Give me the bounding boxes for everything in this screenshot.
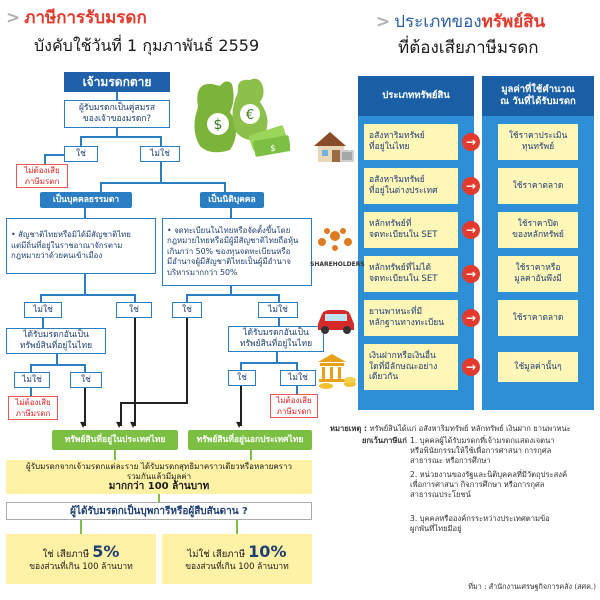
- asset-type-row-1: อสังหาริมทรัพย์ ที่อยู่ในไทย: [364, 124, 458, 160]
- inheritance-sum-desc: ผู้รับมรดกจากเจ้ามรดกแต่ละราย ได้รับมรดก…: [26, 462, 292, 481]
- asset-type-row-4: หลักทรัพย์ที่ไม่ได้ จดทะเบียนใน SET: [364, 256, 458, 292]
- asset-value-row-5: ใช้ราคาตลาด: [498, 300, 578, 336]
- arrow-right-icon: →: [462, 133, 480, 151]
- asset-type-row-2: อสังหาริมทรัพย์ ที่อยู่ในต่างประเทศ: [364, 168, 458, 204]
- juristic-thai-answer-yes: ใช่: [228, 370, 256, 386]
- asset-type-row-3: หลักทรัพย์ที่ จดทะเบียนใน SET: [364, 212, 458, 248]
- left-title-line1: >ภาษีการรับมรดก: [6, 8, 147, 28]
- asset-in-thailand: ทรัพย์สินที่อยู่ในประเทศไทย: [52, 430, 178, 450]
- no-tax-box-1: ไม่ต้องเสีย ภาษีมรดก: [16, 164, 68, 188]
- svg-text:$: $: [270, 144, 276, 154]
- asset-abroad: ทรัพย์สินที่อยู่นอกประเทศไทย: [188, 430, 312, 450]
- rate-5-sub: ของส่วนที่เกิน 100 ล้านบาท: [29, 562, 133, 572]
- house-icon: [314, 132, 354, 162]
- arrow-right-icon: →: [462, 358, 480, 376]
- deceased-box: เจ้ามรดกตาย: [64, 72, 170, 92]
- arrow-down-2: ▼: [116, 420, 123, 429]
- source-text: ที่มา : สำนักงานเศรษฐกิจการคลัง (สศค.): [468, 582, 596, 591]
- natural-thai-answer-no: ไม่ใช่: [14, 372, 50, 388]
- bank-coins-icon: [318, 354, 356, 389]
- natural-person-desc: • สัญชาติไทยหรือมิได้มีสัญชาติไทย แต่มีถ…: [6, 218, 156, 274]
- notes-label: หมายเหตุ :: [330, 424, 367, 433]
- question-lineal: ผู้ได้รับมรดกเป็นบุพการีหรือผู้สืบสันดาน…: [6, 502, 312, 520]
- juristic-person-desc: • จดทะเบียนในไทยหรือจัดตั้งขึ้นโดย กฎหมา…: [162, 218, 312, 286]
- money-bags-icon: $ € $: [194, 78, 290, 157]
- chevron-icon: >: [376, 12, 391, 32]
- right-title-line2: ที่ต้องเสียภาษีมรดก: [398, 38, 539, 58]
- inheritance-sum-threshold: มากกว่า 100 ล้านบาท: [108, 481, 210, 492]
- notes-item-2: 2. หน่วยงานของรัฐและนิติบุคคลที่มีวัตถุป…: [410, 470, 568, 499]
- juristic-question-thai-asset: ได้รับมรดกอันเป็น ทรัพย์สินที่อยู่ในไทย: [228, 326, 324, 352]
- arrow-right-icon: →: [462, 221, 480, 239]
- juristic-answer-no: ไม่ใช่: [258, 302, 298, 318]
- svg-text:$: $: [214, 117, 223, 133]
- asset-value-row-2: ใช้ราคาตลาด: [498, 168, 578, 204]
- asset-value-row-1: ใช้ราคาประเมิน ทุนทรัพย์: [498, 124, 578, 160]
- asset-type-header: ประเภททรัพย์สิน: [358, 76, 474, 116]
- asset-value-row-6: ใช้มูลค่านั้นๆ: [498, 352, 578, 382]
- shareholders-icon: [318, 228, 352, 251]
- rate-10-sub: ของส่วนที่เกิน 100 ล้านบาท: [185, 562, 289, 572]
- answer-yes-1: ใช่: [64, 146, 98, 162]
- notes-item-3: 3. บุคคลหรือองค์กรระหว่างประเทศตามข้อ ผู…: [410, 514, 550, 533]
- no-tax-box-3: ไม่ต้องเสีย ภาษีมรดก: [270, 394, 318, 418]
- svg-text:€: €: [246, 108, 254, 123]
- juristic-thai-answer-no: ไม่ใช่: [280, 370, 316, 386]
- chevron-icon: >: [6, 8, 21, 28]
- question-spouse: ผู้รับมรดกเป็นคู่สมรส ของเจ้าของมรดก?: [64, 100, 170, 128]
- arrow-down-3: ▼: [130, 420, 137, 429]
- shareholders-label: SHAREHOLDERS: [310, 261, 365, 268]
- natural-answer-no: ไม่ใช่: [24, 302, 62, 318]
- inheritance-sum-box: ผู้รับมรดกจากเจ้ามรดกแต่ละราย ได้รับมรดก…: [6, 460, 312, 494]
- natural-person-box: เป็นบุคคลธรรมดา: [40, 192, 132, 208]
- no-tax-box-2: ไม่ต้องเสีย ภาษีมรดก: [8, 396, 58, 420]
- notes-item-1: 1. บุคคลผู้ได้รับมรดกที่เจ้ามรดกแสดงเจตน…: [410, 436, 555, 465]
- answer-no-1: ไม่ใช่: [140, 146, 180, 162]
- rate-5-box: ใช่ เสียภาษี 5% ของส่วนที่เกิน 100 ล้านบ…: [6, 534, 156, 584]
- arrow-down-1: ▼: [80, 420, 87, 429]
- left-title-line2: บังคับใช้วันที่ 1 กุมภาพันธ์ 2559: [34, 36, 260, 55]
- asset-value-row-3: ใช้ราคาปิด ของหลักทรัพย์: [498, 212, 578, 248]
- rate-10-label: ไม่ใช่ เสียภาษี: [187, 549, 246, 560]
- juristic-answer-yes: ใช่: [172, 302, 202, 318]
- arrow-right-icon: →: [462, 265, 480, 283]
- asset-value-header: มูลค่าที่ใช้คำนวณ ณ วันที่ได้รับมรดก: [482, 76, 594, 116]
- notes-exempt-label: ยกเว้นภาษีแก่: [362, 436, 407, 445]
- natural-answer-yes: ใช่: [116, 302, 152, 318]
- natural-thai-answer-yes: ใช่: [70, 372, 102, 388]
- arrow-right-icon: →: [462, 309, 480, 327]
- rate-5-percent: 5%: [92, 542, 120, 561]
- natural-question-thai-asset: ได้รับมรดกอันเป็น ทรัพย์สินที่อยู่ในไทย: [6, 328, 106, 354]
- car-icon: [318, 310, 354, 334]
- rate-5-label: ใช่ เสียภาษี: [42, 549, 90, 560]
- asset-type-row-6: เงินฝากหรือเงินอื่น ใดที่มีลักษณะอย่าง เ…: [364, 344, 458, 390]
- arrow-right-icon: →: [462, 177, 480, 195]
- rate-10-box: ไม่ใช่ เสียภาษี 10% ของส่วนที่เกิน 100 ล…: [162, 534, 312, 584]
- arrow-down-4: ▼: [236, 420, 243, 429]
- notes-assets: ทรัพย์สินได้แก่ อสังหาริมทรัพย์ หลักทรัพ…: [369, 424, 571, 433]
- rate-10-percent: 10%: [248, 542, 287, 561]
- right-title-line1: >ประเภทของทรัพย์สิน: [376, 12, 546, 32]
- asset-type-row-5: ยานพาหนะที่มี หลักฐานทางทะเบียน: [364, 300, 458, 336]
- juristic-person-box: เป็นนิติบุคคล: [200, 192, 264, 208]
- asset-value-row-4: ใช้ราคาหรือ มูลค่าอันพึงมี: [498, 256, 578, 292]
- notes-line1: หมายเหตุ : ทรัพย์สินได้แก่ อสังหาริมทรัพ…: [330, 424, 596, 434]
